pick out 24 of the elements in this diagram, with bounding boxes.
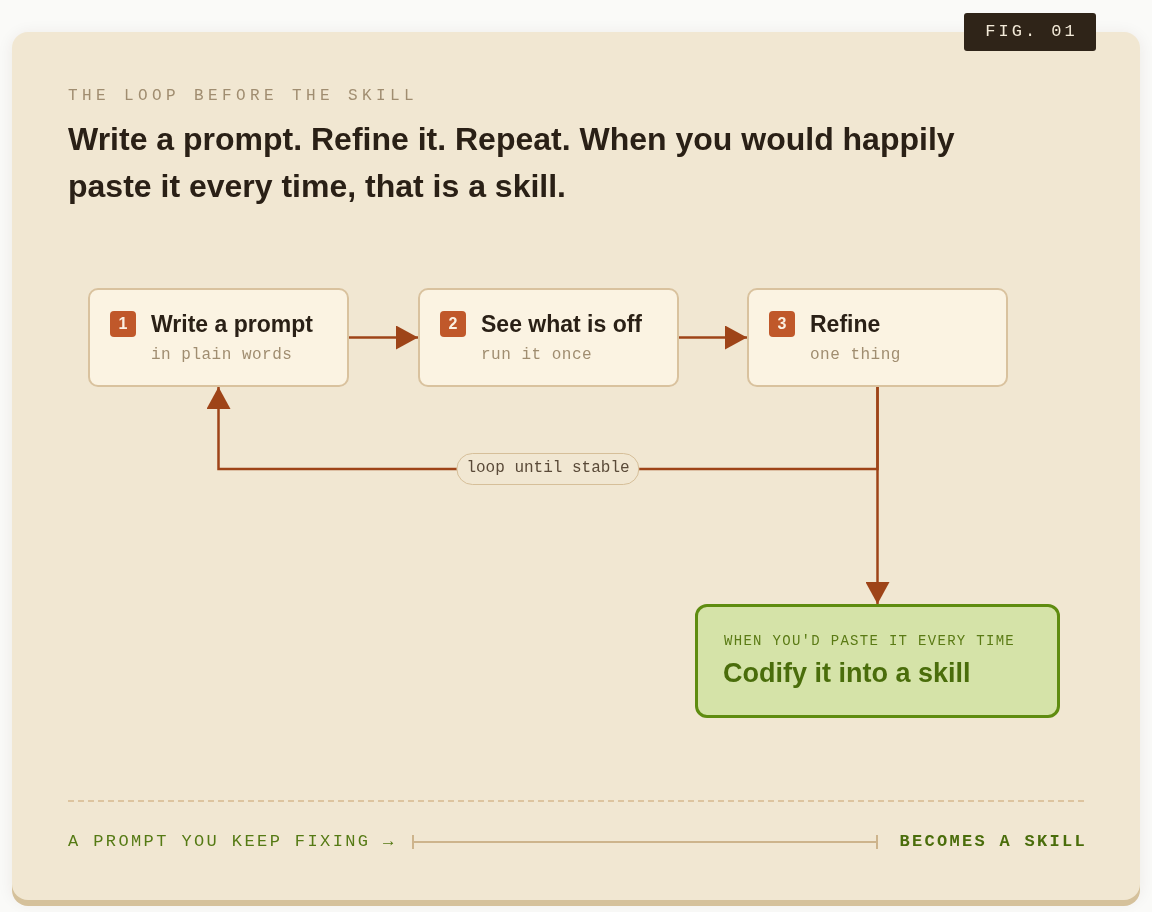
step-box <box>88 288 349 387</box>
step-number: 2 <box>440 311 466 337</box>
outcome-title: Codify it into a skill <box>723 657 971 689</box>
step-subtitle: one thing <box>810 345 901 365</box>
step-box <box>747 288 1008 387</box>
step-subtitle: run it once <box>481 345 593 365</box>
arrow <box>865 387 890 604</box>
headline: Write a prompt. Refine it. Repeat. When you would happily paste it every time, that is a skill. <box>68 120 956 206</box>
arrow <box>679 325 747 350</box>
arrow <box>349 325 418 350</box>
footer-end-text: BECOMES A SKILL <box>898 831 1087 853</box>
step-box <box>418 288 679 387</box>
figure-tag: FIG. 01 <box>964 13 1096 51</box>
step-number: 1 <box>110 311 136 337</box>
edge-label: loop until stable <box>456 453 640 485</box>
eyebrow-text: THE LOOP BEFORE THE SKILL <box>68 86 419 106</box>
step-subtitle: in plain words <box>151 345 293 365</box>
step-title: Refine <box>810 310 881 339</box>
step-number: 3 <box>769 311 795 337</box>
step-title: See what is off <box>481 310 643 339</box>
step-title: Write a prompt <box>151 310 313 339</box>
outcome-eyebrow: WHEN YOU'D PASTE IT EVERY TIME <box>724 632 1016 650</box>
footer-start-text: A PROMPT YOU KEEP FIXING → <box>68 831 396 853</box>
outcome-box <box>695 604 1060 718</box>
